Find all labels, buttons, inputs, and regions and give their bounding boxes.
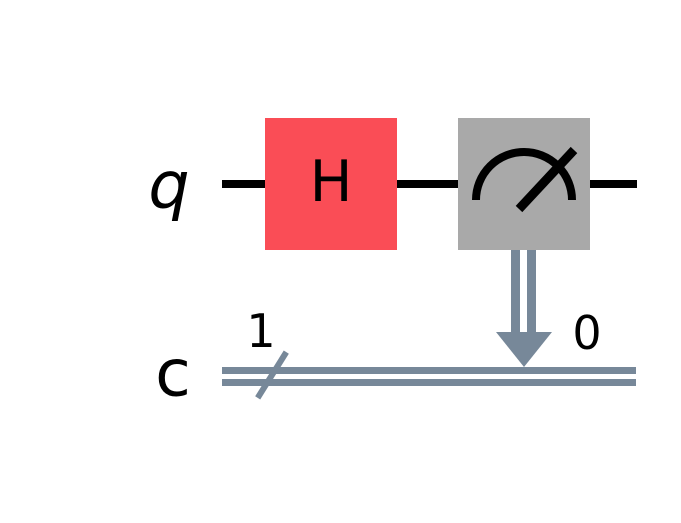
- measure-arrow-head: [496, 332, 552, 367]
- quantum-wire: [222, 180, 637, 188]
- measure-needle: [515, 146, 578, 213]
- measure-gate: [458, 118, 590, 250]
- clbit-index-label: 0: [572, 306, 602, 360]
- classical-wire-bottom-line: [222, 379, 636, 386]
- measure-arrow-line-left: [511, 250, 520, 336]
- measure-dial-arc: [472, 148, 576, 201]
- register-size-label: 1: [246, 304, 276, 358]
- h-gate-label: H: [309, 148, 353, 215]
- measure-icon: [472, 146, 578, 213]
- measure-arrow-line-right: [527, 250, 536, 336]
- h-gate: H: [265, 118, 397, 250]
- classical-wire-top-line: [222, 367, 636, 374]
- qubit-wire-label: q: [148, 148, 190, 224]
- clbit-wire-label: c: [155, 336, 191, 412]
